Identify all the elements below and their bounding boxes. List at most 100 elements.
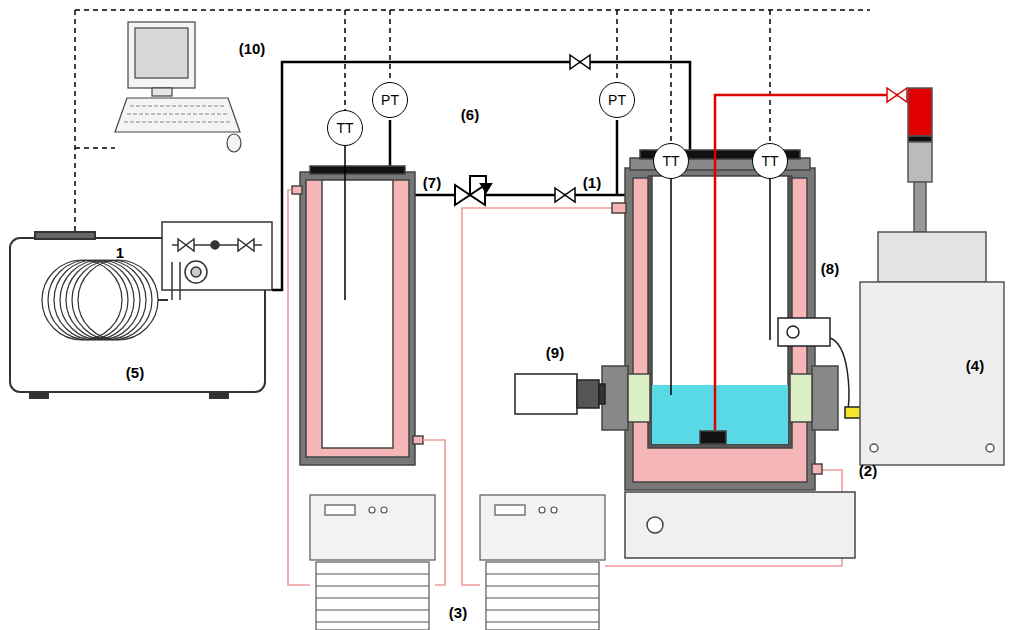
- pump-controller: [185, 261, 207, 283]
- callout-number: (10): [239, 41, 266, 56]
- reaction-vessel: [612, 203, 626, 213]
- reaction-vessel: [652, 176, 788, 444]
- camera: [577, 380, 599, 408]
- valve: [887, 88, 897, 102]
- cooling-coil: [72, 260, 152, 340]
- sensor-tag: TT: [761, 154, 778, 168]
- signal-line: [75, 9, 870, 11]
- gas-pipe: [389, 120, 392, 168]
- cooling-coil: [158, 299, 168, 301]
- buffer-vessel: [413, 436, 423, 444]
- signal-line: [616, 10, 618, 80]
- sensor-tag: PT: [381, 93, 399, 107]
- callout-number: 1: [116, 245, 124, 260]
- chiller: [325, 505, 355, 515]
- sensor-circle: TT: [327, 110, 363, 146]
- reaction-vessel: [700, 431, 726, 444]
- sight-window: [790, 374, 812, 422]
- signal-line: [344, 10, 346, 111]
- signal-line: [670, 10, 672, 144]
- thermocouple-probe: [344, 145, 346, 300]
- valve: [897, 88, 907, 102]
- sensor-unit: [787, 326, 799, 338]
- syringe-pump: [908, 142, 932, 182]
- sensor-tag: TT: [336, 121, 353, 135]
- chiller: [310, 495, 435, 560]
- magnetic-stirrer: [625, 492, 855, 558]
- reaction-vessel: [652, 385, 788, 444]
- callout-number: (4): [966, 358, 984, 373]
- thermocouple-probe: [670, 178, 672, 395]
- signal-line: [769, 10, 771, 144]
- computer: [115, 98, 240, 132]
- callout-number: (2): [859, 463, 877, 478]
- callout-number: (8): [821, 261, 839, 276]
- callout-number: (9): [546, 345, 564, 360]
- valve: [555, 188, 565, 202]
- sensor-tag: TT: [662, 154, 679, 168]
- pump-controller: [162, 222, 272, 300]
- syringe-pump: [860, 88, 1004, 465]
- sensor-circle: TT: [653, 143, 689, 179]
- thermocouple-probe: [769, 178, 771, 340]
- sensor-circle: PT: [599, 82, 635, 118]
- valve: [565, 188, 575, 202]
- syringe-pump: [878, 232, 986, 282]
- sensor-circle: TT: [752, 143, 788, 179]
- sight-window: [602, 366, 628, 430]
- valve: [887, 88, 907, 102]
- circulating-bath: [210, 392, 228, 398]
- chiller: [480, 495, 605, 560]
- sight-window: [812, 366, 838, 430]
- syringe-pump: [908, 136, 932, 142]
- buffer-vessel: [310, 166, 405, 174]
- chiller: [381, 507, 387, 513]
- pressure-regulator: [455, 185, 470, 205]
- valve: [580, 55, 590, 69]
- computer: [115, 22, 241, 152]
- chiller: [551, 507, 557, 513]
- thermocouple-probe: [671, 178, 770, 395]
- computer: [128, 22, 195, 88]
- magnetic-stirrer: [625, 492, 855, 558]
- reaction-vessel: [648, 176, 792, 448]
- coolant-tube: [462, 208, 612, 585]
- chiller: [369, 507, 375, 513]
- syringe-pump: [908, 88, 932, 136]
- magnetic-stirrer: [647, 517, 663, 533]
- pump-controller: [162, 222, 272, 290]
- syringe-pump: [986, 444, 994, 452]
- pressure-regulator: [455, 176, 491, 205]
- pump-controller: [172, 262, 180, 300]
- chiller: [486, 574, 599, 622]
- chiller: [486, 562, 599, 630]
- reaction-vessel: [812, 464, 822, 474]
- pump-controller: [246, 239, 254, 251]
- buffer-vessel: [300, 172, 415, 465]
- pressure-regulator: [481, 184, 491, 192]
- pump-controller: [191, 267, 201, 277]
- callout-number: (5): [126, 365, 144, 380]
- sight-window: [628, 374, 650, 422]
- buffer-vessel: [306, 180, 409, 457]
- circulating-bath: [30, 392, 48, 398]
- buffer-vessel: [322, 180, 393, 448]
- sensor-tag: PT: [608, 93, 626, 107]
- camera: [515, 374, 577, 414]
- syringe-pump: [914, 182, 926, 232]
- buffer-vessel: [292, 166, 423, 465]
- chiller: [310, 495, 605, 630]
- callout-number: (6): [461, 107, 479, 122]
- sensor-unit: [778, 318, 830, 346]
- syringe-pump: [860, 282, 1004, 465]
- computer: [135, 28, 188, 78]
- sensor-unit: [830, 338, 849, 410]
- coolant-tube: [423, 440, 445, 585]
- camera: [599, 384, 605, 404]
- computer: [124, 106, 232, 122]
- signal-line: [75, 147, 115, 149]
- valve: [570, 55, 580, 69]
- computer: [227, 134, 241, 152]
